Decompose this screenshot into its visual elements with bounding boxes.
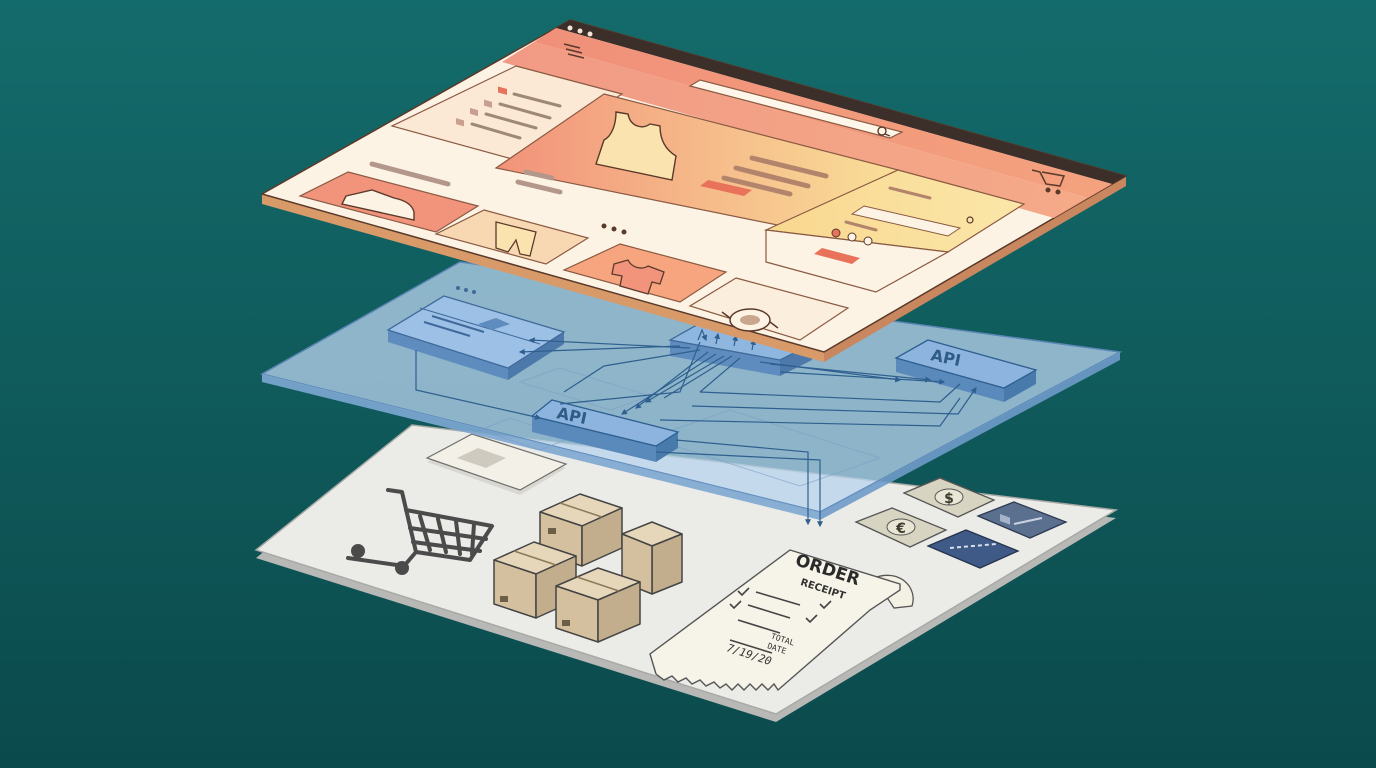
window-dot[interactable] — [578, 29, 583, 34]
window-dot[interactable] — [568, 26, 573, 31]
radio-option[interactable] — [848, 233, 856, 241]
euro-symbol: € — [895, 521, 906, 537]
dollar-symbol: $ — [944, 491, 954, 507]
carousel-dot[interactable] — [602, 224, 607, 229]
carousel-dot[interactable] — [622, 230, 627, 235]
carousel-dot[interactable] — [612, 227, 617, 232]
radio-option[interactable] — [832, 229, 840, 237]
window-dot[interactable] — [588, 32, 593, 37]
radio-option[interactable] — [864, 237, 872, 245]
